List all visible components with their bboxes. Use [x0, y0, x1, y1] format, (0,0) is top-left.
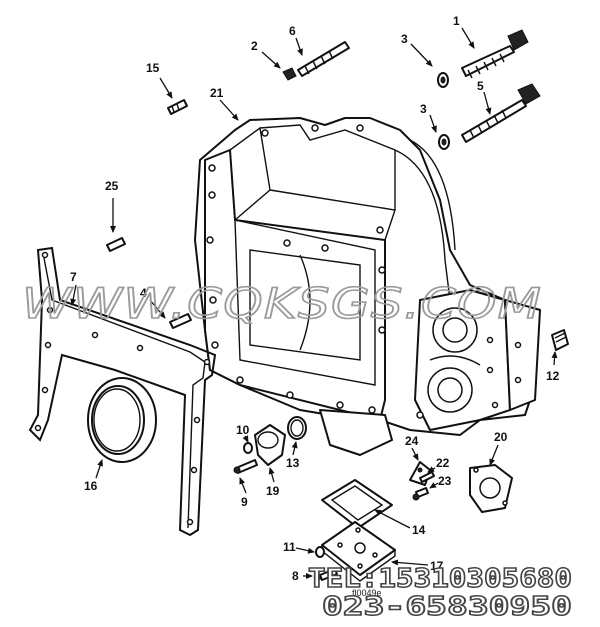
housing-bolt-holes — [206, 124, 522, 419]
callout-14: 14 — [412, 523, 426, 537]
callout-11: 11 — [283, 540, 296, 554]
callout-4: 4 — [140, 286, 147, 300]
screw-9 — [233, 459, 258, 474]
washer-3a — [437, 72, 449, 88]
callout-13: 13 — [286, 456, 300, 470]
callout-19: 19 — [266, 484, 280, 498]
callout-22: 22 — [436, 456, 450, 470]
callout-3b: 3 — [420, 102, 427, 116]
callout-3a: 3 — [401, 32, 408, 46]
callout-labels: 1 2 3 3 4 5 6 7 8 9 10 11 12 13 14 15 16… — [70, 14, 560, 598]
leader-lines — [70, 27, 558, 579]
callout-7: 7 — [70, 270, 77, 284]
callout-15: 15 — [146, 61, 160, 75]
dowel-4 — [169, 313, 192, 329]
washer-11 — [315, 546, 325, 558]
screw-8 — [314, 568, 338, 581]
watermarks: WWW.CQKSGS.COM TEL:15310305680 023-65830… — [21, 278, 573, 623]
callout-16: 16 — [84, 479, 98, 493]
plug-12 — [551, 329, 569, 351]
callout-10: 10 — [236, 423, 250, 437]
gear-housing — [194, 117, 541, 456]
access-cap-19 — [254, 424, 286, 466]
callout-9: 9 — [241, 495, 248, 509]
callout-1: 1 — [453, 14, 460, 28]
dowel-25 — [106, 237, 126, 252]
callout-8: 8 — [292, 569, 299, 583]
stud-6 — [297, 41, 350, 77]
capscrew-1 — [461, 29, 529, 79]
phone-watermark: 023-65830950 — [322, 592, 572, 622]
callout-24: 24 — [405, 434, 419, 448]
washer-3b — [438, 134, 450, 150]
callout-20: 20 — [494, 430, 508, 444]
screw-23 — [412, 487, 429, 501]
housing-gasket — [28, 246, 217, 537]
capscrew-5 — [461, 83, 541, 143]
screw-22 — [419, 471, 435, 483]
oil-seal — [87, 377, 157, 463]
dowel-15 — [167, 99, 188, 115]
o-ring-13 — [287, 416, 307, 440]
callout-2: 2 — [251, 39, 258, 53]
site-watermark: WWW.CQKSGS.COM — [22, 279, 542, 328]
tel-watermark: TEL:15310305680 — [308, 564, 572, 594]
callout-21: 21 — [210, 86, 224, 100]
nut-2 — [282, 67, 297, 81]
washer-10 — [243, 442, 253, 454]
callout-6: 6 — [289, 24, 296, 38]
gasket-20 — [469, 464, 513, 513]
callout-23: 23 — [438, 474, 452, 488]
callout-12: 12 — [546, 369, 560, 383]
callout-25: 25 — [105, 179, 119, 193]
cover-gasket-14 — [321, 479, 393, 529]
figure-reference-code: fl0049e — [352, 588, 382, 598]
callout-5: 5 — [477, 79, 484, 93]
callout-17: 17 — [430, 559, 444, 573]
